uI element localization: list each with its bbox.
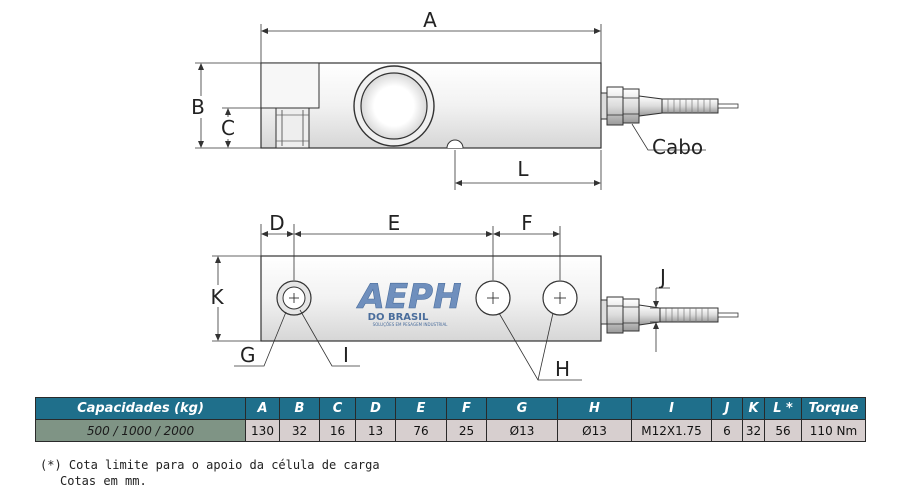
threaded-bore [275, 107, 310, 149]
table-header: F [446, 397, 487, 420]
dim-label-F: F [521, 211, 533, 235]
table-cell: 25 [446, 419, 487, 442]
table-header: L * [764, 397, 802, 420]
logo-text: AEPH [356, 277, 462, 317]
table-cell: 110 Nm [801, 419, 866, 442]
dim-label-E: E [388, 211, 401, 235]
dim-label-G: G [240, 343, 256, 367]
table-header: I [631, 397, 712, 420]
footnote-limit: (*) Cota limite para o apoio da célula d… [40, 458, 380, 472]
dim-label-J: J [658, 265, 666, 289]
table-header: E [395, 397, 447, 420]
table-header: Capacidades (kg) [35, 397, 246, 420]
cable-gland-nut [606, 86, 624, 126]
mount-block [260, 62, 320, 109]
cable-label: Cabo [652, 135, 703, 159]
dimension-drawing: A B C L Cabo [188, 8, 739, 381]
table-header: D [355, 397, 396, 420]
table-header: H [557, 397, 632, 420]
table-header: J [711, 397, 743, 420]
table-header: G [486, 397, 558, 420]
table-cell: 500 / 1000 / 2000 [35, 419, 246, 442]
table-cell: Ø13 [557, 419, 632, 442]
aeph-logo: AEPH DO BRASIL SOLUÇÕES EM PESAGEM INDUS… [355, 277, 462, 327]
table-cell: 56 [764, 419, 802, 442]
table-cell: 32 [279, 419, 320, 442]
dim-label-D: D [269, 211, 284, 235]
front-view: AEPH DO BRASIL SOLUÇÕES EM PESAGEM INDUS… [206, 211, 739, 381]
dim-label-B: B [191, 95, 205, 119]
table-header: C [319, 397, 356, 420]
table-cell: Ø13 [486, 419, 558, 442]
dim-label-C: C [221, 116, 235, 140]
dim-label-I: I [343, 343, 349, 367]
table-cell: 76 [395, 419, 447, 442]
spec-table: Capacidades (kg) A B C D E F G H I J K L… [35, 397, 866, 442]
table-header: A [245, 397, 280, 420]
table-cell: 6 [711, 419, 743, 442]
table-cell: M12X1.75 [631, 419, 712, 442]
table-header: B [279, 397, 320, 420]
table-header: K [742, 397, 765, 420]
table-cell: 32 [742, 419, 765, 442]
dim-label-H: H [555, 357, 570, 381]
table-row: 500 / 1000 / 2000 130 32 16 13 76 25 Ø13… [35, 419, 866, 442]
table-header-row: Capacidades (kg) A B C D E F G H I J K L… [35, 397, 866, 420]
dim-label-K: K [210, 285, 224, 309]
dim-label-L: L [517, 157, 529, 181]
dim-label-A: A [423, 8, 437, 32]
logo-subtext: DO BRASIL [368, 312, 429, 323]
cable-wire [717, 103, 739, 109]
footnote-units: Cotas em mm. [60, 474, 147, 488]
table-header: Torque [801, 397, 866, 420]
table-cell: 13 [355, 419, 396, 442]
logo-tagline: SOLUÇÕES EM PESAGEM INDUSTRIAL [373, 322, 449, 327]
cable-sleeve [661, 98, 719, 114]
table-cell: 16 [319, 419, 356, 442]
table-cell: 130 [245, 419, 280, 442]
top-view: A B C L Cabo [188, 8, 739, 190]
